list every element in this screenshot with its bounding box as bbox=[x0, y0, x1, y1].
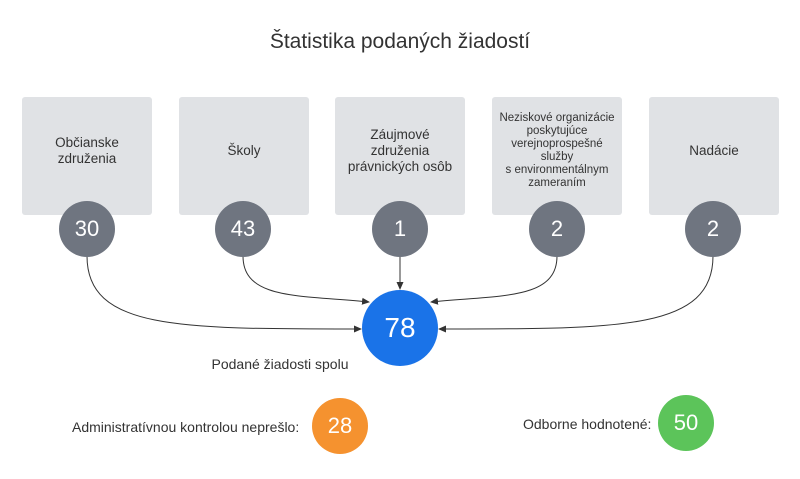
category-label: Školy bbox=[227, 143, 261, 158]
count-circle-zaujmove: 1 bbox=[372, 201, 428, 257]
connector-obcianske bbox=[86, 255, 362, 333]
total-circle: 78 bbox=[362, 290, 438, 366]
category-box-nadacie: Nadácie bbox=[649, 97, 779, 215]
count-circle-obcianske: 30 bbox=[59, 201, 115, 257]
category-label: Neziskové organizácie poskytujúce verejn… bbox=[499, 112, 615, 189]
failed-label: Administratívnou kontrolou neprešlo: bbox=[72, 419, 300, 435]
connector-nadacie bbox=[438, 255, 714, 333]
failed-circle: 28 bbox=[312, 398, 368, 454]
count-circle-skoly: 43 bbox=[215, 201, 271, 257]
connector-neziskove bbox=[430, 255, 558, 305]
category-label: Nadácie bbox=[689, 143, 739, 158]
category-box-obcianske: Občianske združenia bbox=[22, 97, 152, 215]
category-label: Záujmové združenia právnických osôb bbox=[347, 127, 453, 174]
count-circle-nadacie: 2 bbox=[685, 201, 741, 257]
count-circle-neziskove: 2 bbox=[529, 201, 585, 257]
category-box-neziskove: Neziskové organizácie poskytujúce verejn… bbox=[492, 97, 622, 215]
category-label: Občianske združenia bbox=[55, 135, 119, 166]
evaluated-label: Odborne hodnotené: bbox=[523, 416, 652, 432]
evaluated-circle: 50 bbox=[658, 395, 714, 451]
category-box-zaujmove: Záujmové združenia právnických osôb bbox=[335, 97, 465, 215]
connector-skoly bbox=[242, 255, 370, 305]
category-box-skoly: Školy bbox=[179, 97, 309, 215]
diagram-title: Štatistika podaných žiadostí bbox=[269, 30, 531, 53]
total-caption: Podané žiadosti spolu bbox=[211, 356, 349, 372]
